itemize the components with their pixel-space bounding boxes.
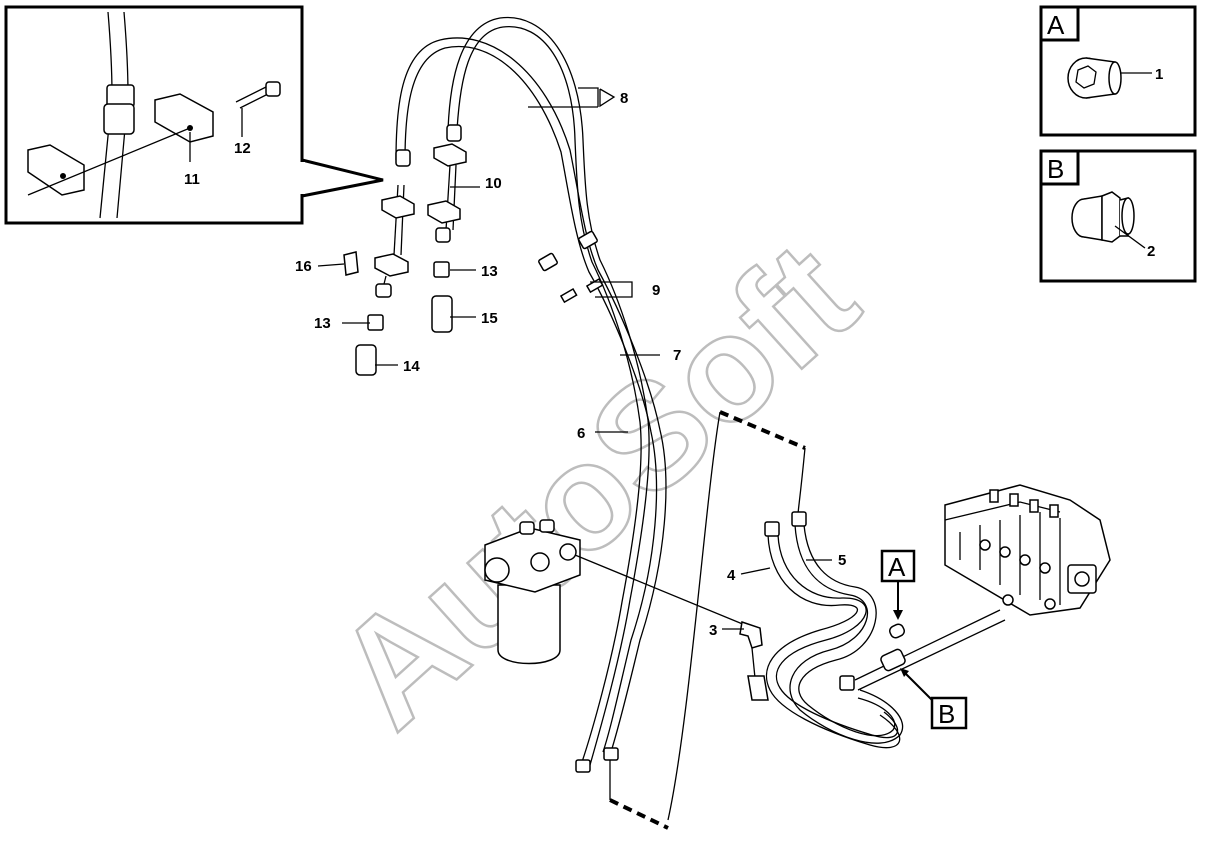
- callout-5: 5: [838, 552, 846, 569]
- left-fitting-stack: [343, 124, 467, 376]
- location-marker-b-label: B: [938, 699, 955, 729]
- leader-lines: [317, 87, 832, 630]
- callout-6: 6: [577, 425, 585, 442]
- callout-13-left: 13: [314, 315, 331, 332]
- callout-8: 8: [620, 90, 628, 107]
- callout-1: 1: [1155, 66, 1163, 83]
- callout-12: 12: [234, 140, 251, 157]
- callout-14: 14: [403, 358, 420, 375]
- callout-7: 7: [673, 347, 681, 364]
- callout-13-right: 13: [481, 263, 498, 280]
- tube-assembly: [395, 16, 667, 773]
- callout-16: 16: [295, 258, 312, 275]
- control-valve: [944, 484, 1111, 616]
- callout-2: 2: [1147, 243, 1155, 260]
- detail-box-a-label: A: [1047, 10, 1065, 40]
- hose-assembly: [609, 410, 1006, 830]
- detail-box-b: B: [1039, 149, 1197, 283]
- location-marker-a-label: A: [888, 552, 906, 582]
- callout-labels: 1 2 3 4 5 6 7 8 9 10 11 12 13 13 14 15 1…: [184, 66, 1163, 639]
- callout-10: 10: [485, 175, 502, 192]
- detail-box-a: A: [1039, 5, 1197, 137]
- callout-15: 15: [481, 310, 498, 327]
- detail-box-b-label: B: [1047, 154, 1064, 184]
- callout-9: 9: [652, 282, 660, 299]
- callout-4: 4: [727, 567, 736, 584]
- inset-detail-clamp: [4, 5, 384, 225]
- callout-3: 3: [709, 622, 717, 639]
- location-marker-b: B: [900, 668, 968, 730]
- callout-11: 11: [184, 171, 200, 188]
- location-marker-a: A: [880, 549, 916, 620]
- filter-assembly: [484, 519, 769, 701]
